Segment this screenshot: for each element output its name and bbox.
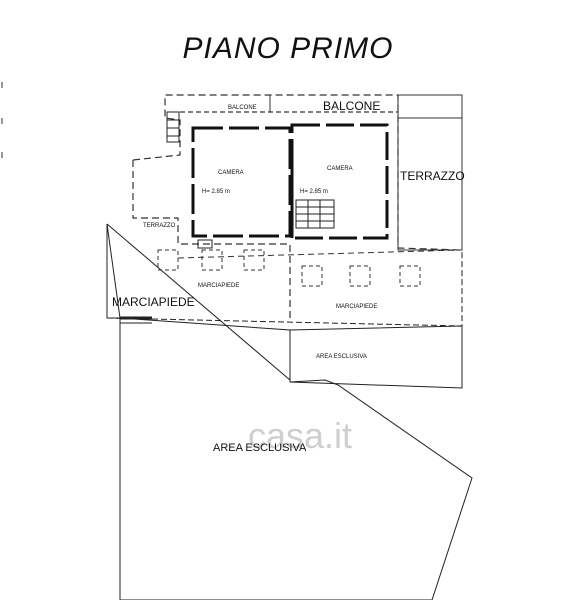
stair-small-left xyxy=(166,111,180,143)
terrazzo-right-label: TERRAZZO xyxy=(400,169,465,183)
area-esclusiva-large-label: AREA ESCLUSIVA xyxy=(213,442,307,454)
watermark: casa.it xyxy=(248,415,352,456)
camera-left-height: H= 2.85 m xyxy=(202,189,230,195)
area-esclusiva-small-label: AREA ESCLUSIVA xyxy=(316,354,367,360)
camera-right-height: H= 2.85 m xyxy=(300,189,328,195)
marciapiede-right-label: MARCIAPIEDE xyxy=(336,304,377,310)
camera-right-label: CAMERA xyxy=(327,166,353,172)
stair-icon xyxy=(295,199,335,229)
area-esclusiva-small-outline xyxy=(289,325,463,389)
fixture-box xyxy=(197,239,213,249)
terrazzo-left-label: TERRAZZO xyxy=(143,223,176,229)
diagonal-boundary xyxy=(106,223,291,381)
marciapiede-boundary xyxy=(106,250,463,327)
camera-left-walls xyxy=(191,126,292,238)
balcone-large-label: BALCONE xyxy=(323,99,380,113)
pillars xyxy=(157,249,421,287)
marciapiede-upper-line xyxy=(177,249,463,259)
marciapiede-center-label: MARCIAPIEDE xyxy=(198,283,239,289)
balcone-small-label: BALCONE xyxy=(228,105,257,111)
camera-left-label: CAMERA xyxy=(218,170,244,176)
terrazzo-right-box xyxy=(397,94,463,251)
building-perimeter xyxy=(132,160,291,320)
marciapiede-large-label: MARCIAPIEDE xyxy=(112,295,195,309)
plan-title: PIANO PRIMO xyxy=(182,32,393,65)
